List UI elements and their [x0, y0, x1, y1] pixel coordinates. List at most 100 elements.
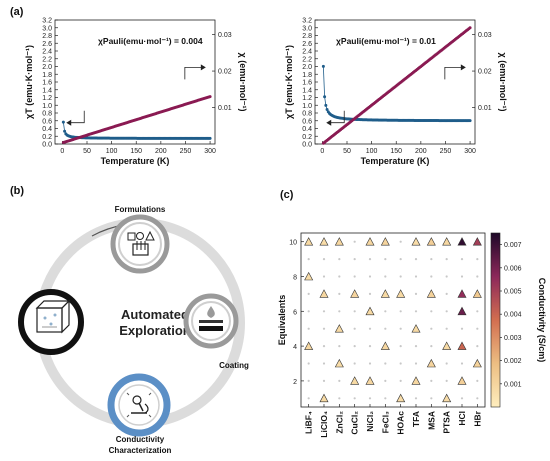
- y-tick-label: 1.0: [302, 103, 312, 110]
- grid-dot: [476, 258, 479, 261]
- grid-dot: [353, 362, 356, 365]
- x-tick-label: 250: [440, 148, 452, 155]
- y-tick-label: 0.6: [42, 118, 52, 125]
- marker-triangle: [304, 237, 314, 246]
- y-tick-label: 3.0: [302, 25, 312, 32]
- y-tick-label: 3.0: [42, 25, 52, 32]
- y-tick-label: 0.4: [42, 126, 52, 133]
- y-axis-label: χT (emu·K·mol⁻¹): [24, 45, 34, 119]
- grid-dot: [414, 310, 418, 313]
- grid-dot: [414, 258, 418, 261]
- grid-dot: [322, 258, 326, 261]
- y-tick-label: 1.8: [42, 72, 52, 79]
- y-tick-label: 0.0: [302, 142, 312, 149]
- y-tick-label: 0.6: [302, 118, 312, 125]
- x-tick-label: TFA: [411, 411, 421, 427]
- y-tick-label: 1.2: [42, 95, 52, 102]
- grid-dot: [307, 327, 310, 330]
- grid-dot: [430, 258, 433, 261]
- node-conductivity-label-line2: Characterization: [109, 446, 172, 455]
- marker-triangle: [411, 324, 421, 333]
- grid-dot: [368, 327, 372, 330]
- y-tick-label: 2.0: [302, 64, 312, 71]
- grid-dot: [353, 240, 356, 243]
- marker-triangle: [334, 237, 344, 246]
- y-tick-label: 1.6: [302, 80, 312, 87]
- grid-dot: [338, 258, 341, 261]
- grid-dot: [384, 310, 387, 313]
- node-coating-label: Coating: [219, 361, 249, 370]
- y-tick-label: 1.4: [302, 87, 312, 94]
- y-tick-label: 2.8: [302, 33, 312, 40]
- grid-dot: [384, 327, 387, 330]
- coating-drop-icon: [199, 306, 223, 331]
- y-tick-label: 2.2: [302, 56, 312, 63]
- grid-dot: [460, 258, 464, 261]
- x-tick-label: ZnCl₂: [334, 411, 344, 434]
- marker-triangle: [334, 358, 344, 368]
- colorbar-tick-label: 0.007: [504, 242, 522, 249]
- data-point: [323, 95, 327, 99]
- y-tick-label: 8: [293, 275, 297, 282]
- grid-dot: [338, 310, 341, 313]
- grid-dot: [353, 258, 356, 261]
- grid-dot: [353, 327, 356, 330]
- data-point: [208, 95, 212, 99]
- colorbar: [490, 232, 501, 408]
- grid-dot: [399, 240, 402, 243]
- node-conductivity-label-line1: Conductivity: [116, 435, 165, 444]
- grid-dot: [414, 397, 418, 400]
- grid-dot: [476, 310, 479, 313]
- grid-dot: [307, 292, 310, 295]
- y2-tick-label: 0.02: [218, 69, 232, 76]
- flask-shapes-icon: [127, 230, 155, 256]
- series-line-0: [322, 66, 471, 122]
- marker-triangle: [426, 358, 436, 368]
- left-axis-arrowhead: [66, 119, 72, 126]
- marker-triangle: [426, 237, 436, 246]
- right-axis-arrow: [184, 67, 203, 80]
- x-tick-label: HBr: [472, 410, 482, 426]
- colorbar-tick-label: 0.003: [504, 335, 522, 342]
- data-point: [325, 108, 329, 112]
- grid-dot: [460, 362, 464, 365]
- marker-triangle: [365, 237, 375, 246]
- grid-dot: [368, 345, 372, 348]
- marker-triangle: [350, 376, 360, 385]
- x-tick-label: 50: [343, 148, 351, 155]
- grid-dot: [338, 292, 341, 295]
- marker-triangle: [472, 289, 482, 298]
- colorbar-tick-label: 0.002: [504, 358, 522, 365]
- grid-dot: [322, 327, 326, 330]
- marker-triangle: [396, 393, 406, 403]
- marker-triangle: [457, 237, 467, 246]
- grid-dot: [338, 275, 341, 278]
- grid-dot: [368, 258, 372, 261]
- panel-label-c: (c): [280, 189, 294, 201]
- x-tick-label: 100: [106, 148, 118, 155]
- marker-triangle: [457, 341, 467, 350]
- colorbar-tick-label: 0.005: [504, 289, 522, 296]
- grid-dot: [399, 275, 402, 278]
- marker-triangle: [380, 289, 390, 298]
- y-tick-label: 1.6: [42, 80, 52, 87]
- y2-axis-label: χ (emu·mol⁻¹): [238, 53, 248, 112]
- y-tick-label: 2.6: [42, 41, 52, 48]
- y-tick-label: 0.4: [302, 126, 312, 133]
- grid-dot: [445, 379, 448, 382]
- grid-dot: [307, 362, 310, 365]
- marker-triangle: [457, 306, 467, 316]
- left-axis-arrow: [68, 110, 85, 124]
- x-tick-label: 150: [130, 148, 142, 155]
- marker-triangle: [380, 341, 390, 350]
- y-tick-label: 0.8: [42, 111, 52, 118]
- y-tick-label: 2.4: [302, 49, 312, 56]
- x-tick-label: 0: [320, 148, 324, 155]
- grid-dot: [338, 379, 341, 382]
- x-axis-label: Temperature (K): [361, 156, 430, 166]
- grid-dot: [368, 362, 372, 365]
- grid-dot: [445, 292, 448, 295]
